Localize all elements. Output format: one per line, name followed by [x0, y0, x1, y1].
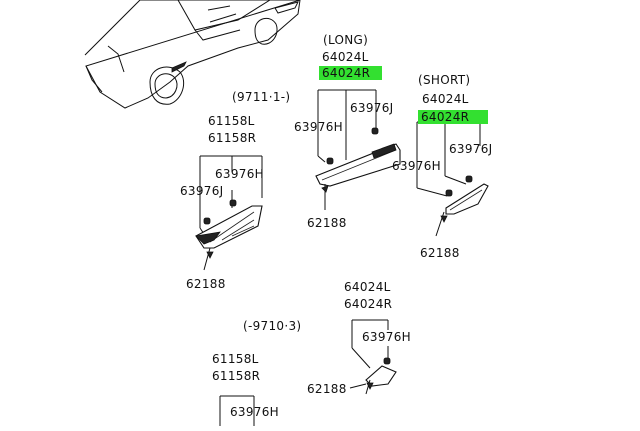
old-rear-retainer: 62188	[307, 382, 347, 396]
long-clip-a: 63976H	[294, 120, 343, 134]
long-part-right-highlighted: 64024R	[319, 66, 382, 80]
short-label: (SHORT)	[418, 73, 471, 87]
old-rear-part-right: 64024R	[344, 297, 393, 311]
old-rear-clip-a: 63976H	[362, 330, 411, 344]
long-date-range: (9711·1-)	[232, 90, 291, 104]
long-clip-b: 63976J	[350, 101, 394, 115]
vehicle-illustration	[84, 0, 301, 109]
short-clip-b: 63976J	[449, 142, 493, 156]
short-clip-a: 63976H	[392, 159, 441, 173]
long-side-molding	[315, 127, 401, 210]
front-group-lines	[199, 155, 263, 235]
old-front-clip-a: 63976H	[230, 405, 279, 419]
old-front-group-lines	[219, 395, 255, 426]
front-retainer: 62188	[186, 277, 226, 291]
long-part-left: 64024L	[322, 50, 369, 64]
short-retainer: 62188	[420, 246, 460, 260]
old-rear-date-range: (-9710·3)	[243, 319, 302, 333]
front-side-molding	[195, 199, 263, 271]
long-group-lines	[317, 89, 377, 163]
front-clip-a: 63976H	[215, 167, 264, 181]
old-rear-group-lines	[351, 319, 389, 369]
old-rear-part-left: 64024L	[344, 280, 391, 294]
long-retainer: 62188	[307, 216, 347, 230]
old-rear-side-molding	[349, 357, 397, 395]
short-side-molding	[435, 175, 489, 237]
front-part-right: 61158R	[208, 131, 257, 145]
old-front-part-right: 61158R	[212, 369, 261, 383]
short-part-right-highlighted: 64024R	[418, 110, 488, 124]
short-part-left: 64024L	[422, 92, 469, 106]
front-clip-b: 63976J	[180, 184, 224, 198]
old-front-part-left: 61158L	[212, 352, 259, 366]
front-part-left: 61158L	[208, 114, 255, 128]
long-label: (LONG)	[323, 33, 369, 47]
